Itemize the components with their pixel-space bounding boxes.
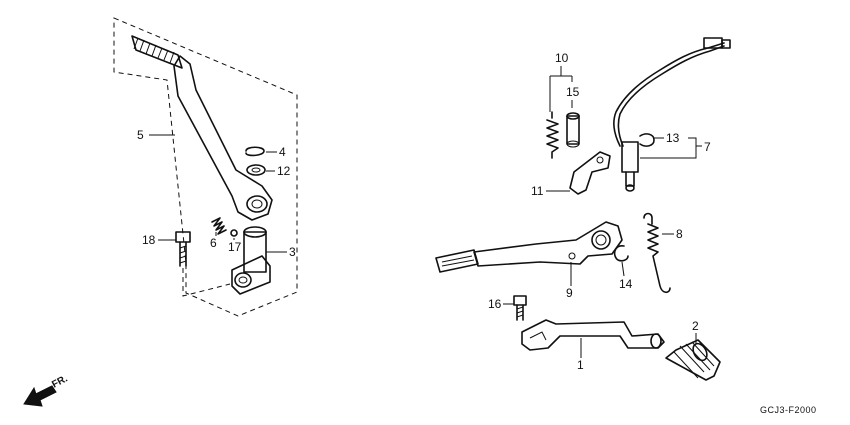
spring-6 xyxy=(211,217,227,235)
callout-11: 11 xyxy=(531,184,544,198)
callout-8: 8 xyxy=(676,227,683,241)
stop-switch xyxy=(613,37,731,192)
circlip-14 xyxy=(613,245,629,262)
callout-4: 4 xyxy=(279,145,286,159)
gear-change-group: 16 1 2 xyxy=(488,295,721,381)
circlip-4 xyxy=(245,146,265,157)
switch-arm-11 xyxy=(569,151,611,195)
brake-pedal-9 xyxy=(435,221,623,273)
callout-6: 6 xyxy=(210,236,217,250)
brake-pedal-group: 9 8 14 xyxy=(435,212,683,300)
callout-15: 15 xyxy=(566,85,580,99)
ball-17 xyxy=(230,229,238,237)
kick-starter-arm xyxy=(131,35,273,221)
kick-starter-group: 5 4 12 18 6 17 3 xyxy=(113,17,298,317)
callout-17: 17 xyxy=(228,240,242,254)
callout-2: 2 xyxy=(692,319,699,333)
callout-3: 3 xyxy=(289,245,296,259)
callout-10: 10 xyxy=(555,51,569,65)
drawing-code: GCJ3-F2000 xyxy=(760,405,817,415)
callout-12: 12 xyxy=(277,164,291,178)
bolt-16 xyxy=(513,295,527,321)
kick-starter-enclosure xyxy=(113,17,298,317)
callout-9: 9 xyxy=(566,286,573,300)
stop-switch-group: 10 15 11 xyxy=(531,37,731,198)
shift-rubber-2 xyxy=(665,339,721,381)
front-direction-arrow: FR. xyxy=(23,373,70,407)
stop-switch-spring xyxy=(546,111,559,159)
washer-12 xyxy=(246,164,266,176)
callout-14: 14 xyxy=(619,277,633,291)
gear-change-pedal-1 xyxy=(521,319,665,351)
callout-13: 13 xyxy=(666,131,680,145)
callout-1: 1 xyxy=(577,358,584,372)
direction-label: FR. xyxy=(50,373,70,390)
kick-boss-3 xyxy=(231,226,271,295)
callout-5: 5 xyxy=(137,128,144,142)
bolt-18 xyxy=(175,231,191,267)
sleeve-15 xyxy=(566,112,580,148)
arrow-icon xyxy=(23,385,57,407)
callout-16: 16 xyxy=(488,297,502,311)
callout-7: 7 xyxy=(704,140,711,154)
callout-18: 18 xyxy=(142,233,156,247)
return-spring-8 xyxy=(643,212,671,294)
